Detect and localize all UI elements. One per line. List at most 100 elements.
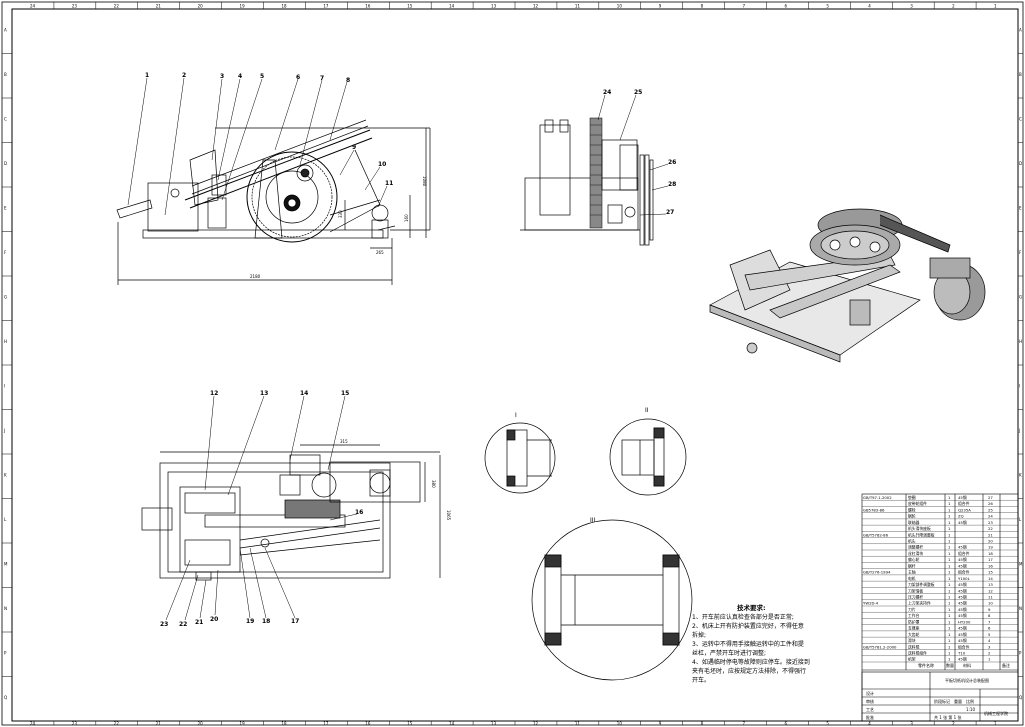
dim-d3: 160	[404, 214, 409, 222]
zone-col-label-bottom: 11	[575, 721, 581, 726]
zone-row-label-left: K	[4, 472, 7, 477]
bom-name: 刀架部件调整板	[908, 582, 935, 587]
zone-col-label-top: 1	[994, 4, 997, 9]
bom-qty: 1	[948, 545, 951, 550]
bom-qty: 1	[948, 613, 951, 618]
bom-material: 45钢	[958, 601, 967, 606]
dim-h2: 1065	[446, 510, 451, 521]
bom-material: 45钢	[958, 563, 967, 568]
isometric-view	[709, 208, 986, 363]
bom-name: 送料辊	[908, 644, 920, 649]
bom-index: 4	[988, 638, 991, 643]
zone-col-label-top: 3	[910, 4, 913, 9]
bom-index: 6	[988, 626, 991, 631]
side-view-balloons: 24 25 26 28 27	[603, 89, 676, 216]
zone-col-label-bottom: 3	[910, 721, 913, 726]
bom-material: 45钢	[958, 626, 967, 631]
dim-d2: 265	[376, 250, 384, 255]
side-balloon-25: 25	[634, 89, 642, 96]
tb-weight: 重量	[954, 698, 962, 704]
bom-material: 45钢	[958, 657, 967, 662]
zone-col-label-top: 13	[491, 4, 497, 9]
dim-overall: 2180	[250, 274, 261, 279]
bom-index: 3	[988, 644, 991, 649]
bom-index: 13	[988, 582, 993, 587]
bom-index: 24	[988, 514, 993, 519]
bom-name: 主轴	[908, 570, 916, 575]
bom-material: 组合件	[958, 570, 970, 575]
bom-name: 防护罩	[908, 619, 920, 624]
detail-b-label: II	[645, 407, 649, 414]
bom-index: 7	[988, 619, 991, 624]
bom-qty: 1	[948, 557, 951, 562]
zone-row-label-right: H	[1019, 339, 1022, 344]
bom-qty: 1	[948, 576, 951, 581]
bom-name: 丝杠滑块	[908, 551, 923, 556]
dim-h1: 380	[431, 480, 436, 488]
bom-material: HT200	[958, 619, 971, 624]
bom-qty: 1	[948, 594, 951, 599]
zone-row-label-right: D	[1019, 161, 1022, 166]
bom-material: 组合件	[958, 551, 970, 556]
bom-index: 8	[988, 613, 991, 618]
bom-material: 45钢	[958, 495, 967, 500]
front-balloon-7: 7	[320, 75, 324, 82]
front-balloon-6: 6	[296, 74, 300, 81]
side-balloon-26: 26	[668, 159, 676, 166]
side-balloon-24: 24	[603, 89, 611, 96]
title-block	[861, 671, 1019, 722]
zone-col-label-top: 17	[323, 4, 329, 9]
bom-name: 上刀架夹持件	[908, 601, 931, 606]
zone-col-label-bottom: 15	[407, 721, 413, 726]
bom-std: GB/T5782-86	[863, 532, 889, 537]
zone-col-label-bottom: 9	[659, 721, 662, 726]
zone-col-label-bottom: 16	[365, 721, 371, 726]
bom-index: 15	[988, 570, 993, 575]
zone-row-label-left: A	[4, 27, 7, 32]
zone-row-label-left: D	[4, 161, 7, 166]
bom-name: 机头滑块座板	[908, 526, 931, 531]
zone-row-label-left: Q	[4, 695, 7, 700]
bom-name: 螺栓	[908, 507, 916, 512]
front-balloon-8: 8	[346, 77, 350, 84]
zone-row-label-right: N	[1019, 606, 1022, 611]
bom-material: 组合件	[958, 644, 970, 649]
zone-col-label-bottom: 5	[826, 721, 829, 726]
front-view	[116, 119, 431, 285]
bom-qty: 1	[948, 551, 951, 556]
tech-req-line: 夹有毛坯时，应按规定方法排除，不得强行	[692, 668, 807, 675]
bom-index: 25	[988, 507, 993, 512]
tech-req-line: 开车。	[692, 677, 711, 684]
tb-process: 工艺	[866, 707, 874, 712]
tech-req-line: 拆掉;	[692, 632, 707, 639]
zone-row-label-left: L	[4, 517, 7, 522]
bom-index: 17	[988, 557, 993, 562]
bom-material: T10	[957, 650, 966, 655]
tb-scale-value: 1:10	[966, 707, 975, 712]
zone-col-label-bottom: 18	[281, 721, 287, 726]
inner-frame	[11, 8, 1019, 722]
zone-row-label-left: N	[4, 606, 7, 611]
bom-table	[861, 493, 1019, 722]
technical-requirements: 技术要求: 1、开车前应认真检查各部分是否正常; 2、机床上开有防护装置应完好，…	[692, 604, 842, 685]
bom-material: 45钢	[958, 594, 967, 599]
zone-row-label-left: M	[4, 561, 8, 566]
tb-sheet: 共 1 张 第 1 张	[934, 714, 961, 720]
zone-row-label-left: P	[4, 650, 7, 655]
title-block-text: 平板切纸机设计总装配图 设计 审核 工艺 批准 阶段标记 重量 比例 1:10 …	[866, 677, 1008, 720]
tb-stage: 阶段标记	[934, 698, 950, 704]
bom-qty: 1	[948, 638, 951, 643]
side-view-leaders	[597, 94, 669, 216]
bom-index: 1	[988, 657, 991, 662]
zone-col-label-top: 18	[281, 4, 287, 9]
bom-name: 机架	[908, 657, 916, 662]
zone-col-label-bottom: 13	[491, 721, 497, 726]
tech-req-title: 技术要求:	[737, 604, 766, 612]
zone-col-label-top: 12	[533, 4, 539, 9]
zone-row-label-right: I	[1019, 383, 1020, 388]
bom-index: 19	[988, 545, 993, 550]
bom-index: 22	[988, 526, 993, 531]
zone-col-label-bottom: 19	[240, 721, 246, 726]
side-balloon-27: 27	[666, 209, 674, 216]
top-balloon-21: 21	[195, 619, 203, 626]
